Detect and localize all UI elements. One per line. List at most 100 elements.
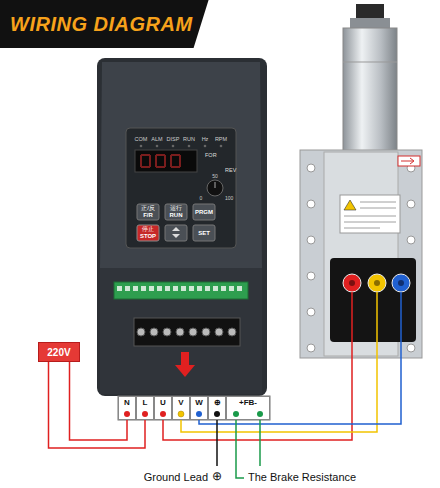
drawing-part [142,411,148,417]
node-text: 220V [47,347,70,358]
indicator-label: RUN [183,136,195,142]
v-wire [181,292,377,432]
terminal-screw [228,328,236,336]
u-wire [163,292,352,440]
mounting-hole [307,272,315,280]
ground-symbol: ⊕ [212,470,222,483]
spindle-collet [350,18,390,28]
drawing-part [344,222,396,223]
terminal-screw [150,328,158,336]
node-text: N [119,398,135,407]
terminal-screw [137,328,145,336]
diagram-title: WIRING DIAGRAM [10,12,193,36]
spindle-body [300,150,422,358]
led-digits [140,154,181,168]
drawing-part [196,411,202,417]
spindle-nut [356,4,384,18]
node-text: W [191,398,207,407]
speed-knob [207,180,223,196]
connector-core [374,280,380,286]
power-terminal-screws [137,328,236,336]
button-label: 运行 [170,205,182,212]
mounting-hole [407,236,415,244]
drawing-part [156,166,165,168]
terminal-screw [215,328,223,336]
drawing-part [360,202,396,203]
terminal-pin [181,286,186,291]
terminal-screw [202,328,210,336]
terminal-strip [118,396,270,420]
button-label: SET [198,230,210,237]
drawing-part [156,145,159,148]
knob-pointer [215,182,216,188]
red-arrow-shaft [181,352,189,365]
button-label: 停止 [142,226,154,233]
drawing-part [214,411,220,417]
control-terminal-block [114,282,248,299]
connector-yellow [368,274,386,292]
node-text: V [173,398,189,407]
terminal-box [330,258,416,342]
drawing-part [141,154,150,156]
drawing-part [170,155,172,167]
indicator-label: DISP [167,136,180,142]
indicator-leds [140,145,223,148]
drawing-part [344,216,396,217]
rotation-sticker [398,156,420,166]
knob-scale: 0 [200,196,203,202]
spindle-cylinder [343,28,397,152]
drawing-part [233,411,239,417]
inverter-cover [100,62,262,268]
brake-leader [259,420,261,466]
drawing-part [141,166,150,168]
drawing-part [140,155,142,167]
knob-scale: 50 [212,174,218,180]
indicator-label: Hz [202,136,209,142]
cylinder-ring [343,62,397,63]
terminal-pin [117,286,122,291]
drawing-part [360,208,396,209]
terminal-pin [149,286,154,291]
connector-core [349,280,355,286]
terminal-pin [125,286,130,291]
drawing-part [160,411,166,417]
drawing-part [204,145,207,148]
terminal-cell: U [154,396,172,420]
set-button [193,225,215,241]
control-panel [126,128,236,248]
drawing-part [257,411,263,417]
terminal-pin [133,286,138,291]
power-wire [49,362,146,448]
indicator-label: RPM [215,136,227,142]
led-display [135,150,197,172]
ground-leader [216,420,218,466]
direction-label: FOR [205,152,217,158]
mounting-hole [307,236,315,244]
terminal-pin [197,286,202,291]
terminal-pin [205,286,210,291]
w-wire [199,292,401,424]
node-text: L [137,398,153,407]
terminal-cell: W [190,396,208,420]
drawing-part [140,145,143,148]
run-button [165,204,187,220]
button-label: STOP [140,233,156,240]
drawing-part [178,411,184,417]
node-text: U [155,398,171,407]
inverter-terminal-bay [100,268,262,394]
terminal-dots [124,411,263,417]
drawing-part [164,155,166,167]
mounting-hole [307,308,315,316]
mounting-hole [307,344,315,352]
mounting-hole [307,200,315,208]
button-label: F/R [143,212,153,219]
drawing-part [156,154,165,156]
spindle-motor [300,4,422,358]
warning-triangle [344,200,356,210]
button-label: 正/反 [141,205,155,212]
drawing-part [171,166,180,168]
motor-wires [163,292,401,440]
connector-red [343,274,361,292]
